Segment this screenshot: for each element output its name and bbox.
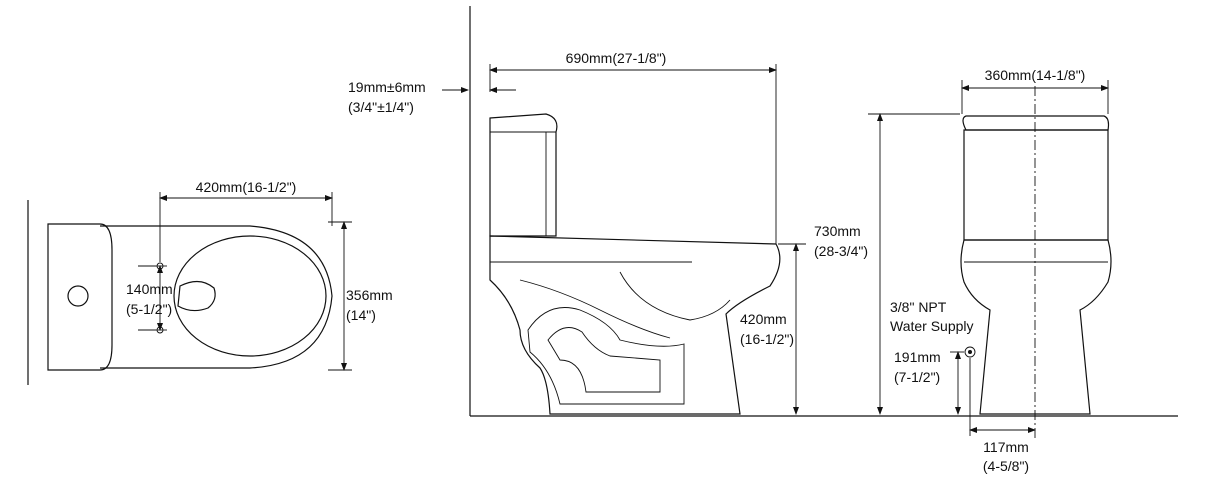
supply-height-label-in: (7-1/2") (894, 369, 940, 385)
top-view-outlet (177, 280, 216, 312)
tank-width-label: 360mm(14-1/8") (985, 67, 1086, 83)
trapway (527, 307, 685, 405)
trapway-inner (547, 327, 661, 393)
supply-label-line1: 3/8" NPT (890, 299, 947, 315)
trapway-line (519, 279, 671, 339)
water-supply-icon (964, 346, 976, 358)
front-tank-body (963, 129, 1109, 241)
top-view-tank (47, 223, 113, 371)
seat-height-label-in: (16-1/2") (740, 331, 794, 347)
seat-height-label-mm: 420mm (740, 311, 787, 327)
top-view: 420mm(16-1/2") 140mm (5-1/2") 356mm (14"… (27, 179, 393, 385)
top-depth-label-mm: 356mm (346, 287, 393, 303)
supply-offset-label-in: (4-5/8") (983, 458, 1029, 474)
top-offset-label-mm: 140mm (126, 281, 173, 297)
top-depth-label-in: (14") (346, 307, 376, 323)
wall-gap-label-in: (3/4"±1/4") (348, 99, 414, 115)
supply-offset-label-mm: 117mm (983, 439, 1029, 455)
wall-gap-label-mm: 19mm±6mm (348, 79, 426, 95)
top-offset-label-in: (5-1/2") (126, 301, 172, 317)
total-height-label-mm: 730mm (814, 223, 861, 239)
side-view: 19mm±6mm (3/4"±1/4") 690mm(27-1/8") 420m… (348, 6, 1178, 417)
side-bowl (489, 235, 781, 415)
top-width-label: 420mm(16-1/2") (196, 179, 297, 195)
front-bowl (960, 239, 1112, 415)
front-tank (962, 115, 1110, 131)
bowl-inner-curve (619, 271, 731, 321)
supply-label-line2: Water Supply (890, 318, 974, 334)
top-view-seat (173, 235, 327, 357)
side-tank (489, 113, 558, 237)
front-view: 360mm(14-1/8") 3/8" NPT Water Supply 191… (890, 67, 1112, 474)
supply-height-label-mm: 191mm (894, 349, 941, 365)
water-supply-dot-icon (968, 350, 972, 354)
top-view-bowl (100, 225, 333, 369)
side-length-label: 690mm(27-1/8") (566, 50, 667, 66)
total-height-label-in: (28-3/4") (814, 243, 868, 259)
supply-hole-icon (67, 285, 89, 307)
